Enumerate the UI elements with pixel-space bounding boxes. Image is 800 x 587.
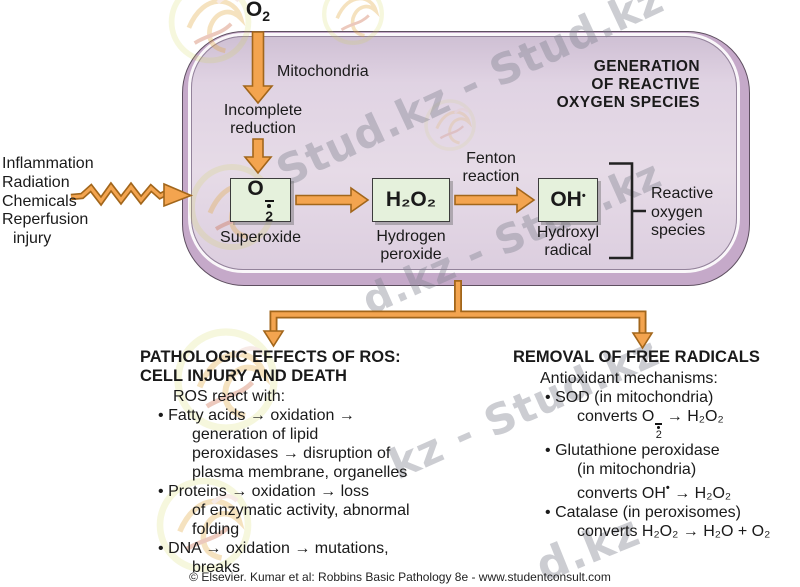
removal-free-radicals-section: REMOVAL OF FREE RADICALS Antioxidant mec… <box>513 348 770 541</box>
list-item: • Fatty acids → oxidation → <box>158 407 355 424</box>
section-subtitle: Antioxidant mechanisms: <box>540 369 718 387</box>
list-item: • Glutathione peroxidase <box>545 441 720 459</box>
section-title: CELL INJURY AND DEATH <box>140 366 347 385</box>
branch-connector-arrows <box>262 280 654 350</box>
ros-bracket <box>609 162 646 260</box>
list-item-continuation: peroxidases → disruption of <box>192 445 391 462</box>
fenton-reaction-arrow <box>454 186 536 214</box>
list-item-continuation: folding <box>192 521 240 538</box>
list-item: • Proteins → oxidation → loss <box>158 483 370 500</box>
list-item-continuation: of enzymatic activity, abnormal <box>192 502 410 519</box>
stimuli-item: Reperfusion <box>2 211 89 229</box>
radical-bar-icon <box>655 422 663 425</box>
hydrogen-peroxide-caption: Hydrogen peroxide <box>376 228 446 263</box>
superoxide-to-h2o2-arrow <box>295 186 370 214</box>
superoxide-caption: Superoxide <box>220 229 301 246</box>
list-item-continuation: breaks <box>192 559 241 576</box>
section-title: REMOVAL OF FREE RADICALS <box>513 348 760 366</box>
hydroxyl-radical-caption: Hydroxyl radical <box>536 224 600 259</box>
list-item-continuation: (in mitochondria) <box>577 460 697 478</box>
section-subtitle: ROS react with: <box>173 388 286 405</box>
mitochondria-label: Mitochondria <box>277 63 369 80</box>
list-item-continuation: plasma membrane, organelles <box>192 464 408 481</box>
incomplete-reduction-arrow <box>243 138 273 175</box>
list-item-continuation: converts H₂O₂ → H₂O + O₂ <box>577 522 771 540</box>
oh-formula: OH• <box>550 188 586 211</box>
list-item: • SOD (in mitochondria) <box>545 388 714 406</box>
diagram-title: GENERATION OF REACTIVE OXYGEN SPECIES <box>556 58 700 111</box>
list-item: • Catalase (in peroxisomes) <box>545 503 741 521</box>
oxygen-label: O2 <box>245 0 271 25</box>
hydroxyl-radical-box: OH• <box>538 178 598 222</box>
stimuli-item: Chemicals <box>2 192 77 210</box>
radical-dot-icon <box>657 425 661 429</box>
hydrogen-peroxide-box: H₂O₂ <box>372 178 450 222</box>
list-item-continuation: converts OH• → H₂O₂ <box>577 481 732 502</box>
radical-dot-icon <box>267 204 271 208</box>
stimuli-item: Inflammation <box>2 155 94 172</box>
radical-bar-icon <box>264 199 274 203</box>
stimuli-item: injury <box>13 230 52 248</box>
stimuli-item: Radiation <box>2 173 70 191</box>
section-title: PATHOLOGIC EFFECTS OF ROS: <box>140 348 401 366</box>
stimuli-list: Inflammation Radiation Chemicals Reperfu… <box>2 155 94 249</box>
list-item: • DNA → oxidation → mutations, <box>158 540 389 557</box>
superoxide-symbol-small: 2 <box>654 408 663 440</box>
fenton-reaction-label: Fenton reaction <box>462 150 520 185</box>
o2-entry-arrow <box>242 31 274 105</box>
copyright-credit: © Elsevier. Kumar et al: Robbins Basic P… <box>189 570 611 584</box>
incomplete-reduction-label: Incomplete reduction <box>223 102 303 137</box>
cell-interior <box>191 36 737 270</box>
cell-membrane <box>182 31 750 286</box>
list-item-continuation: generation of lipid <box>192 426 319 443</box>
h2o2-formula: H₂O₂ <box>385 188 437 211</box>
stimuli-wavy-arrow <box>70 181 194 208</box>
reactive-oxygen-species-label: Reactive oxygen species <box>651 185 714 239</box>
pathologic-effects-section: PATHOLOGIC EFFECTS OF ROS: CELL INJURY A… <box>140 348 410 577</box>
